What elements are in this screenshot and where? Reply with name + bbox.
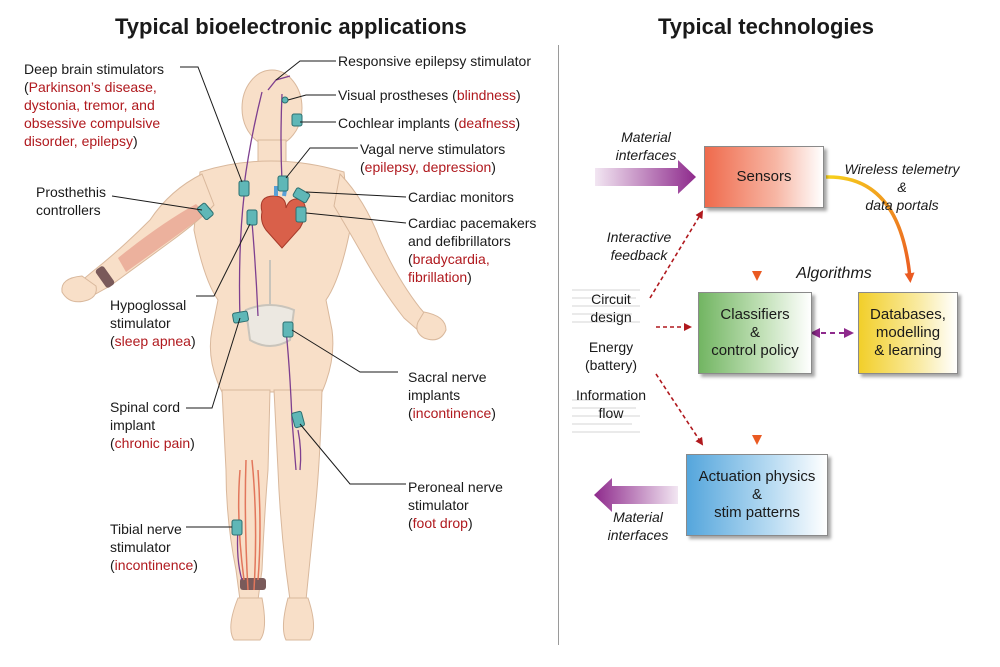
device-spinal bbox=[232, 310, 249, 324]
left-title: Typical bioelectronic applications bbox=[115, 14, 467, 39]
arm-muscle bbox=[118, 204, 206, 272]
material-in-arrow bbox=[595, 160, 696, 194]
label-visual-prostheses: Visual prostheses (blindness) bbox=[338, 87, 521, 103]
label-peroneal: Peroneal nerve stimulator (foot drop) bbox=[408, 479, 503, 531]
arrow-interactive-feedback bbox=[649, 210, 704, 299]
label-spinal: Spinal cord implant (chronic pain) bbox=[110, 399, 195, 451]
label-sacral: Sacral nerve implants (incontinence) bbox=[408, 369, 496, 421]
material-out-arrow bbox=[594, 478, 678, 512]
label-interactive-feedback: Interactive feedback bbox=[606, 229, 672, 263]
panel-divider bbox=[558, 45, 559, 645]
label-vagal: Vagal nerve stimulators (epilepsy, depre… bbox=[360, 141, 506, 175]
right-title: Typical technologies bbox=[658, 14, 874, 39]
label-cardiac-monitors: Cardiac monitors bbox=[408, 189, 514, 205]
actuation-box: Actuation physics & stim patterns bbox=[686, 454, 828, 536]
device-dbs bbox=[238, 180, 250, 197]
label-energy: Energy (battery) bbox=[584, 339, 638, 373]
device-cardiac-monitor bbox=[292, 187, 311, 204]
label-material-in: Material interfaces bbox=[615, 129, 677, 163]
label-material-out: Material interfaces bbox=[607, 509, 669, 543]
label-wireless: Wireless telemetry & data portals bbox=[844, 161, 960, 213]
device-visual bbox=[281, 96, 289, 104]
classifiers-box: Classifiers & control policy bbox=[698, 292, 812, 374]
device-pacemaker bbox=[295, 206, 307, 223]
sensors-box: Sensors bbox=[704, 146, 824, 208]
label-prosthesis: Prosthethis controllers bbox=[36, 184, 107, 218]
label-information-flow: Information flow bbox=[575, 387, 647, 421]
label-tibial: Tibial nerve stimulator (incontinence) bbox=[110, 521, 198, 573]
device-cochlear bbox=[291, 113, 303, 127]
device-hypoglossal bbox=[246, 209, 258, 226]
arrow-energy-information bbox=[655, 373, 704, 446]
implant-devices bbox=[196, 96, 311, 536]
circuit-pattern bbox=[572, 289, 640, 433]
label-algorithms: Algorithms bbox=[796, 265, 872, 282]
device-prosthesis bbox=[196, 202, 214, 221]
ankle-band bbox=[240, 578, 266, 590]
label-hypoglossal: Hypoglossal stimulator (sleep apnea) bbox=[110, 297, 196, 349]
databases-box: Databases, modelling & learning bbox=[858, 292, 958, 374]
arrow-wireless-curve bbox=[825, 175, 915, 283]
device-peroneal bbox=[291, 410, 305, 429]
label-cochlear: Cochlear implants (deafness) bbox=[338, 115, 521, 131]
wrist-band bbox=[95, 266, 115, 288]
label-deep-brain: Deep brain stimulators (Parkinson’s dise… bbox=[24, 61, 165, 149]
device-tibial bbox=[231, 519, 243, 536]
label-responsive-epilepsy: Responsive epilepsy stimulator bbox=[338, 53, 531, 69]
label-pacemakers: Cardiac pacemakers and defibrillators (b… bbox=[408, 215, 537, 285]
device-vagal bbox=[277, 175, 289, 192]
device-sacral bbox=[282, 321, 294, 338]
label-circuit-design: Circuit design bbox=[590, 291, 632, 325]
leader-lines bbox=[111, 60, 407, 528]
